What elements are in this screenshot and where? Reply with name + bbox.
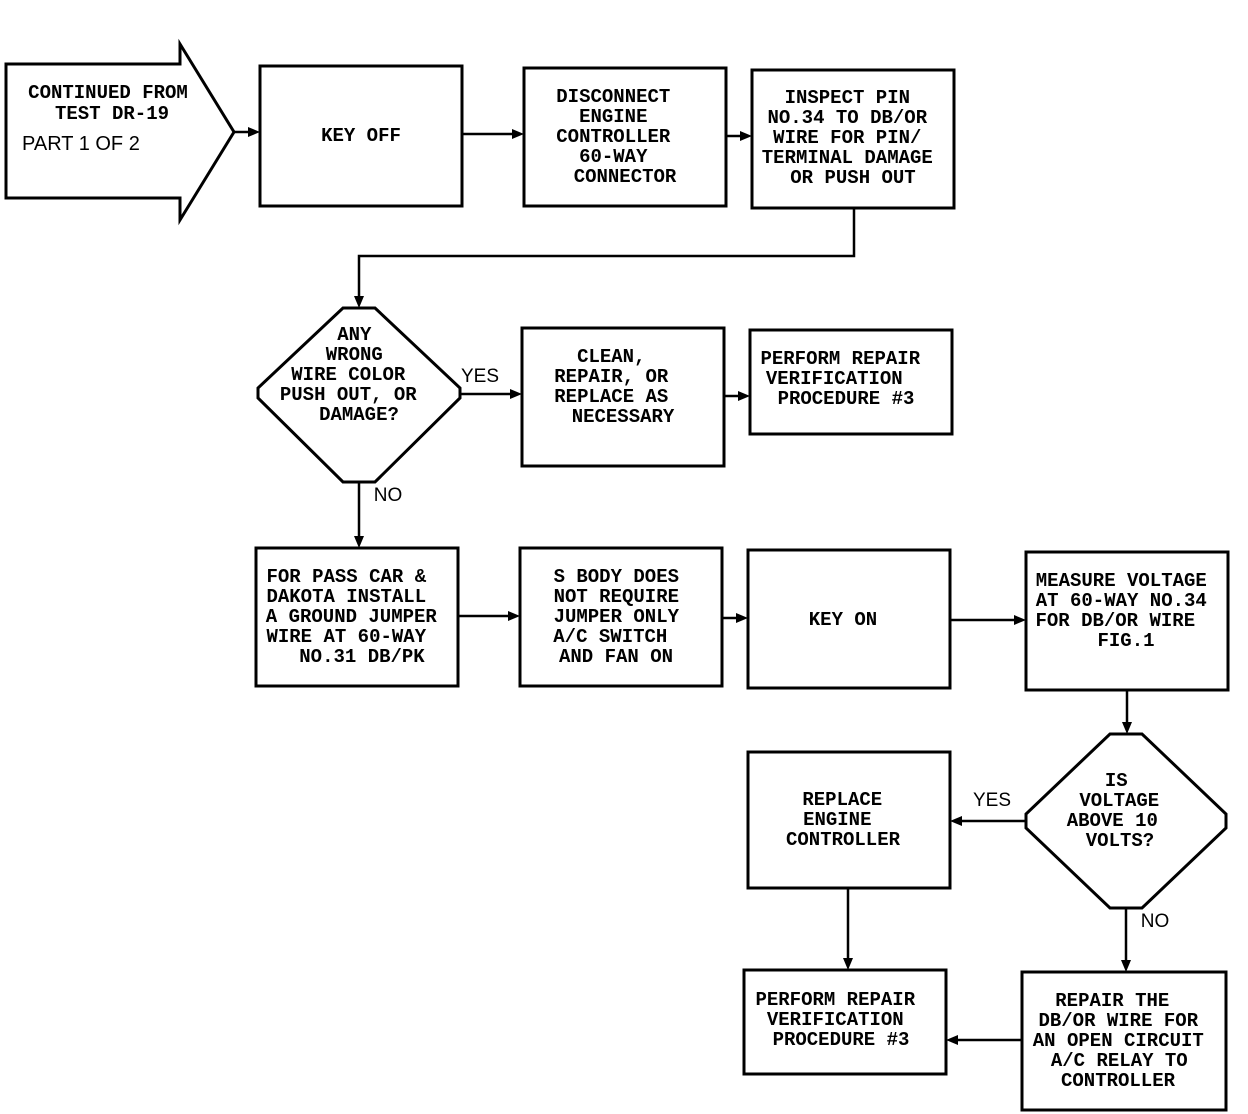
start-arrow: CONTINUED FROM TEST DR-19 PART 1 OF 2 (4, 38, 236, 226)
inspect-text: INSPECT PIN NO.34 TO DB/OR WIRE FOR PIN/… (762, 87, 944, 189)
arrowhead (510, 389, 522, 399)
arrowhead (950, 816, 962, 826)
disconnect-box: DISCONNECT ENGINE CONTROLLER 60-WAY CONN… (522, 66, 728, 208)
verify-bottom-box: PERFORM REPAIR VERIFICATION PROCEDURE #3 (742, 968, 948, 1076)
start-part-label: PART 1 OF 2 (22, 133, 140, 155)
start-line-1: CONTINUED FROM (28, 82, 188, 104)
replace-controller-box: REPLACE ENGINE CONTROLLER (746, 750, 952, 890)
yes-label-bottom: YES (973, 790, 1011, 811)
replace-controller-text: REPLACE ENGINE CONTROLLER (786, 789, 901, 851)
connectors (234, 127, 1132, 1045)
arrowhead (508, 611, 520, 621)
clean-box: CLEAN, REPAIR, OR REPLACE AS NECESSARY (520, 326, 726, 468)
jumper-text: FOR PASS CAR & DAKOTA INSTALL A GROUND J… (266, 566, 448, 668)
arrowhead (354, 536, 364, 548)
arrowhead (1014, 615, 1026, 625)
decision-wire-damage: ANY WRONG WIRE COLOR PUSH OUT, OR DAMAGE… (256, 306, 462, 484)
arrowhead (512, 129, 524, 139)
clean-text: CLEAN, REPAIR, OR REPLACE AS NECESSARY (554, 346, 679, 428)
key-on-box: KEY ON (746, 548, 952, 690)
yes-label-top: YES (461, 366, 499, 387)
s-body-box: S BODY DOES NOT REQUIRE JUMPER ONLY A/C … (518, 546, 724, 688)
decision-voltage: IS VOLTAGE ABOVE 10 VOLTS? (1024, 732, 1228, 910)
connector-inspect-to-decision (357, 208, 856, 298)
key-off-box: KEY OFF (258, 64, 464, 208)
arrowhead (843, 958, 853, 970)
arrowhead (1122, 722, 1132, 734)
decision-voltage-text: IS VOLTAGE ABOVE 10 VOLTS? (1067, 770, 1171, 852)
arrowhead (946, 1035, 958, 1045)
arrowhead (354, 296, 364, 308)
arrowhead (738, 391, 750, 401)
arrowhead (248, 127, 260, 137)
decision-wire-damage-text: ANY WRONG WIRE COLOR PUSH OUT, OR DAMAGE… (280, 324, 428, 426)
repair-wire-box: REPAIR THE DB/OR WIRE FOR AN OPEN CIRCUI… (1020, 970, 1228, 1112)
verify-bottom-text: PERFORM REPAIR VERIFICATION PROCEDURE #3 (755, 989, 926, 1051)
inspect-box: INSPECT PIN NO.34 TO DB/OR WIRE FOR PIN/… (750, 68, 956, 210)
arrowhead (1121, 960, 1131, 972)
measure-text: MEASURE VOLTAGE AT 60-WAY NO.34 FOR DB/O… (1035, 570, 1218, 652)
disconnect-text: DISCONNECT ENGINE CONTROLLER 60-WAY CONN… (556, 86, 681, 188)
key-off-text: KEY OFF (321, 125, 401, 147)
jumper-box: FOR PASS CAR & DAKOTA INSTALL A GROUND J… (254, 546, 460, 688)
repair-wire-text: REPAIR THE DB/OR WIRE FOR AN OPEN CIRCUI… (1033, 990, 1215, 1092)
verify-top-text: PERFORM REPAIR VERIFICATION PROCEDURE #3 (760, 348, 931, 410)
key-on-text: KEY ON (809, 609, 877, 631)
start-line-2: TEST DR-19 (55, 103, 169, 125)
s-body-text: S BODY DOES NOT REQUIRE JUMPER ONLY A/C … (553, 566, 690, 668)
no-label-top: NO (374, 485, 403, 506)
no-label-bottom: NO (1141, 911, 1170, 932)
verify-top-box: PERFORM REPAIR VERIFICATION PROCEDURE #3 (748, 328, 954, 436)
arrowhead (740, 131, 752, 141)
measure-box: MEASURE VOLTAGE AT 60-WAY NO.34 FOR DB/O… (1024, 550, 1230, 692)
arrowhead (736, 613, 748, 623)
